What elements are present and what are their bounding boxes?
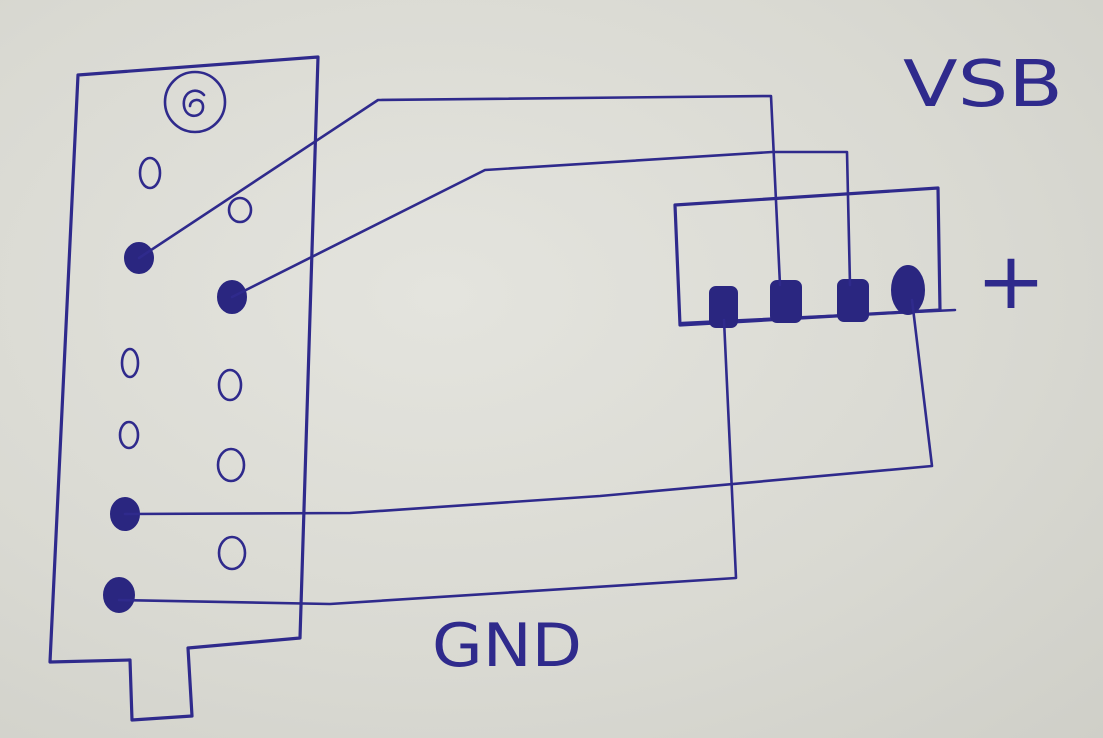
wire-vcc — [123, 298, 934, 516]
gnd-label: GND — [432, 611, 582, 681]
pin-hole — [118, 420, 140, 450]
pin-hole — [217, 368, 243, 402]
usb-label: VSB — [903, 48, 1063, 122]
pin-hole — [216, 447, 246, 483]
mounting-hole — [163, 70, 227, 134]
open-pin-holes — [118, 156, 253, 571]
wire-data-minus — [137, 94, 782, 287]
plus-label: + — [976, 237, 1046, 327]
pin-gnd — [103, 577, 135, 613]
usb-pin — [837, 279, 869, 322]
connected-pins — [103, 242, 247, 613]
pin-hole — [138, 156, 162, 190]
usb-pin — [891, 265, 925, 315]
pin-hole — [227, 196, 253, 224]
wire-data-plus — [230, 150, 852, 299]
board-outline — [48, 55, 320, 722]
pin-hole — [120, 347, 140, 379]
pin-hole — [217, 535, 247, 571]
usb-pin — [770, 280, 802, 323]
wires — [117, 94, 934, 606]
wire-gnd — [117, 318, 738, 606]
